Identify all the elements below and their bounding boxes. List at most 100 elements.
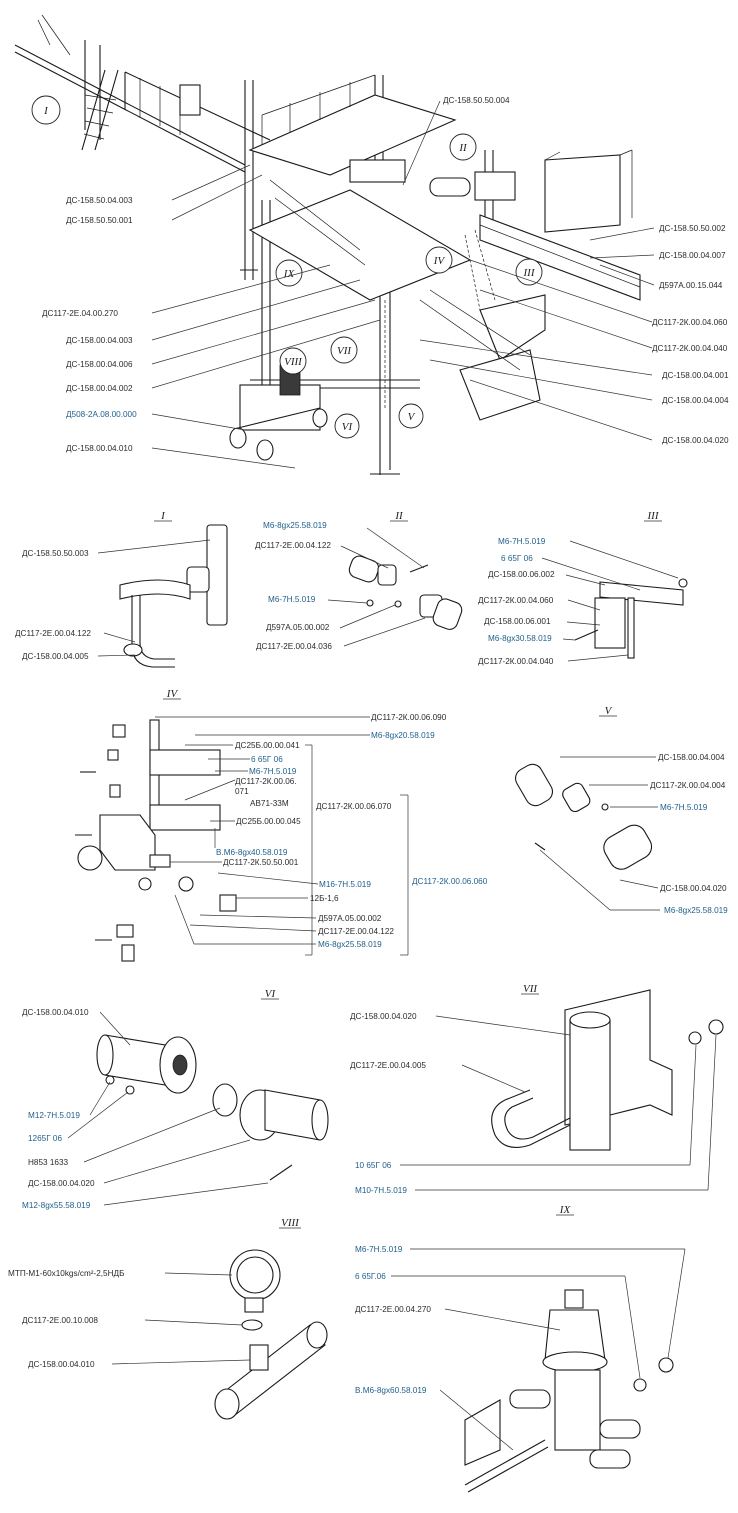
part-label: ДС117-2Е.00.04.122 bbox=[255, 541, 331, 550]
part-label: ДС-158.50.50.002 bbox=[659, 224, 726, 233]
part-label: Д597А.05.00.002 bbox=[318, 914, 382, 923]
part-label: ДС117-2К.00.04.040 bbox=[652, 344, 728, 353]
part-label: ДС-158.00.04.020 bbox=[660, 884, 727, 893]
part-label: ДС117-2К.00.06.070 bbox=[316, 802, 392, 811]
detail-VI: VI ДС-158.00.04.010 М12-7Н.5.019 1265Г 0… bbox=[22, 988, 329, 1210]
detail-IX-title: IX bbox=[559, 1204, 572, 1216]
part-link[interactable]: ДС117-2К.00.06.060 bbox=[412, 877, 488, 886]
part-link[interactable]: 6 65Г 06 bbox=[501, 554, 533, 563]
part-label: 12Б-1,6 bbox=[310, 894, 339, 903]
part-label: ДС-158.00.04.010 bbox=[28, 1360, 95, 1369]
part-label: ДС117-2К.00.04.004 bbox=[650, 781, 726, 790]
callout-VII: VII bbox=[337, 345, 352, 357]
part-label: ДС-158.00.04.020 bbox=[28, 1179, 95, 1188]
detail-IX: IX М6-7Н.5.019 6 65Г.06 ДС117-2Е.00.04.2… bbox=[355, 1204, 686, 1493]
callout-circles: I II III IV V VI VII VIII IX bbox=[31, 95, 543, 439]
part-link[interactable]: В.М6-8gx40.58.019 bbox=[216, 848, 288, 857]
part-link[interactable]: М6-7Н.5.019 bbox=[268, 595, 316, 604]
part-link[interactable]: М6-8gx30.58.019 bbox=[488, 634, 552, 643]
part-label: ДС117-2Е.00.04.005 bbox=[350, 1061, 426, 1070]
part-label: ДС-158.00.04.003 bbox=[66, 336, 133, 345]
part-label: ДС-158.50.50.004 bbox=[443, 96, 510, 105]
part-link[interactable]: М6-8gx25.58.019 bbox=[318, 940, 382, 949]
part-label: ДС-158.00.04.010 bbox=[66, 444, 133, 453]
callout-III: III bbox=[523, 267, 536, 279]
detail-IV: IV bbox=[75, 688, 488, 962]
part-label: ДС117-2Е.00.04.122 bbox=[15, 629, 91, 638]
part-label: ДС-158.00.04.005 bbox=[22, 652, 89, 661]
part-label: ДС117-2Е.00.04.036 bbox=[256, 642, 332, 651]
part-label: Н853 1633 bbox=[28, 1158, 69, 1167]
part-label: ДС25Б.00.00.045 bbox=[236, 817, 301, 826]
detail-II-title: II bbox=[394, 510, 404, 522]
part-label: ДС-158.50.50.003 bbox=[22, 549, 89, 558]
callout-IV: IV bbox=[433, 255, 446, 267]
detail-VI-title: VI bbox=[265, 988, 277, 1000]
part-label: ДС117-2К.00.04.060 bbox=[478, 596, 554, 605]
part-label: ДС-158.00.04.001 bbox=[662, 371, 729, 380]
part-label: Д597А.00.15.044 bbox=[659, 281, 723, 290]
callout-V: V bbox=[408, 411, 416, 423]
part-label: МТП-М1-60x10kgs/cm²-2,5НДБ bbox=[8, 1269, 124, 1278]
detail-IV-title: IV bbox=[166, 688, 179, 700]
detail-II: II М6-8gx25.58.019 ДС117-2Е.00.04.122 М6… bbox=[255, 510, 463, 651]
part-label: ДС-158.00.04.020 bbox=[350, 1012, 417, 1021]
part-label: ДС-158.50.50.001 bbox=[66, 216, 133, 225]
part-link[interactable]: М6-7Н.5.019 bbox=[355, 1245, 403, 1254]
part-label: Д597А.05.00.002 bbox=[266, 623, 330, 632]
detail-V: V ДС-158.00.04.004 ДС117-2К.00.04.004 М6… bbox=[514, 705, 728, 915]
part-link[interactable]: 6 65Г.06 bbox=[355, 1272, 386, 1281]
part-link[interactable]: 10 65Г 06 bbox=[355, 1161, 392, 1170]
part-label: ДС-158.00.04.020 bbox=[662, 436, 729, 445]
detail-VIII-title: VIII bbox=[281, 1217, 300, 1229]
part-link[interactable]: М6-8gx25.58.019 bbox=[263, 521, 327, 530]
part-label: ДС117-2К.50.50.001 bbox=[223, 858, 299, 867]
part-label: ДС117-2К.00.04.040 bbox=[478, 657, 554, 666]
part-link[interactable]: 1265Г 06 bbox=[28, 1134, 62, 1143]
callout-II: II bbox=[458, 142, 468, 154]
part-label: ДС-158.00.04.002 bbox=[66, 384, 133, 393]
part-link[interactable]: М6-7Н.5.019 bbox=[660, 803, 708, 812]
detail-VII-title: VII bbox=[523, 983, 538, 995]
part-label: ДС117-2Е.00.04.122 bbox=[318, 927, 394, 936]
part-label: ДС-158.50.04.003 bbox=[66, 196, 133, 205]
part-link[interactable]: М6-8gx20.58.019 bbox=[371, 731, 435, 740]
part-label: ДС117-2Е.00.04.270 bbox=[355, 1305, 431, 1314]
part-link[interactable]: Д508-2А.08.00.000 bbox=[66, 410, 137, 419]
part-label: ДС25Б.00.00.041 bbox=[235, 741, 300, 750]
callout-I: I bbox=[43, 105, 49, 117]
detail-VIII: VIII МТП-М1-60x10kgs/cm²-2,5НДБ ДС117-2Е… bbox=[8, 1217, 328, 1420]
part-label: ДС-158.00.06.001 bbox=[484, 617, 551, 626]
callout-VI: VI bbox=[342, 421, 354, 433]
part-link[interactable]: М12-7Н.5.019 bbox=[28, 1111, 80, 1120]
part-link[interactable]: В.М6-8gx60.58.019 bbox=[355, 1386, 427, 1395]
part-label: ДС-158.00.04.007 bbox=[659, 251, 726, 260]
part-link[interactable]: М6-8gx25.58.019 bbox=[664, 906, 728, 915]
part-label: ДС-158.00.04.004 bbox=[662, 396, 729, 405]
part-label: ДС-158.00.06.002 bbox=[488, 570, 555, 579]
detail-I-title: I bbox=[160, 510, 166, 522]
part-label: ДС117-2Е.00.10.008 bbox=[22, 1316, 98, 1325]
detail-V-title: V bbox=[605, 705, 613, 717]
part-label: ДС-158.00.04.010 bbox=[22, 1008, 89, 1017]
detail-III: III М6-7Н.5.019 6 65Г 06 ДС-158.00.06.00… bbox=[478, 510, 688, 666]
part-link[interactable]: М6-7Н.5.019 bbox=[498, 537, 546, 546]
part-label: ДС117-2К.00.06.090 bbox=[371, 713, 447, 722]
detail-VII: VII ДС-158.00.04.020 ДС117-2Е.00.04.005 … bbox=[350, 983, 724, 1195]
part-link[interactable]: М12-8gx55.58.019 bbox=[22, 1201, 91, 1210]
part-label: ДС-158.00.04.004 bbox=[658, 753, 725, 762]
part-link[interactable]: М16-7Н.5.019 bbox=[319, 880, 371, 889]
main-part-labels: ДС-158.50.50.004 ДС-158.50.04.003 ДС-158… bbox=[42, 96, 729, 453]
part-link[interactable]: М6-7Н.5.019 bbox=[249, 767, 297, 776]
callout-IX: IX bbox=[283, 268, 296, 280]
part-label: ДС117-2Е.04.00.270 bbox=[42, 309, 118, 318]
main-leader-lines bbox=[151, 100, 655, 469]
detail-III-title: III bbox=[647, 510, 660, 522]
detail-I: I ДС-158.50.50.003 ДС117-2Е.00.04.122 ДС… bbox=[15, 510, 228, 668]
part-label: ДС-158.00.04.006 bbox=[66, 360, 133, 369]
part-label: АВ71-33М bbox=[250, 799, 289, 808]
part-link[interactable]: 6 65Г 06 bbox=[251, 755, 283, 764]
part-label: ДС117-2К.00.06. bbox=[235, 777, 297, 786]
part-link[interactable]: М10-7Н.5.019 bbox=[355, 1186, 407, 1195]
